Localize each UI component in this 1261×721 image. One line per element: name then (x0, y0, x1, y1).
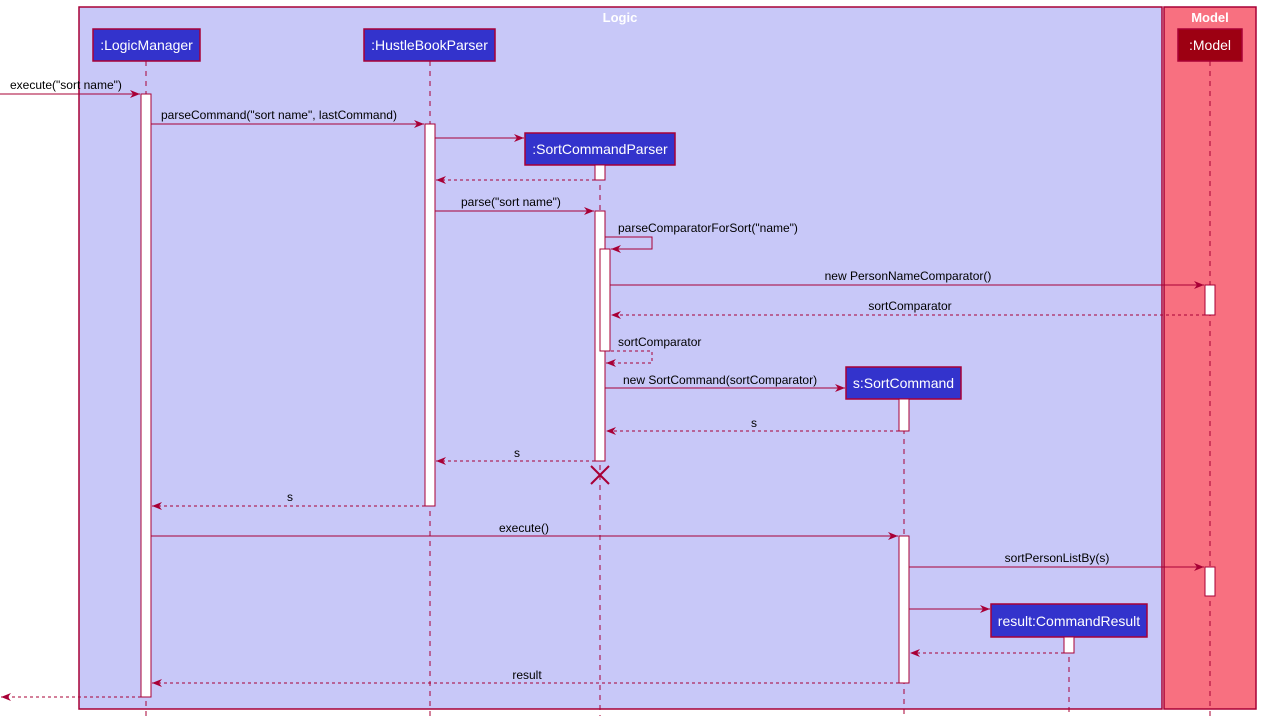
participant-command-result-label: result:CommandResult (998, 613, 1140, 629)
participant-sort-parser: :SortCommandParser (524, 132, 676, 166)
activation-sort-command-execute (898, 535, 910, 684)
participant-sort-parser-label: :SortCommandParser (532, 141, 668, 157)
participant-sort-command-label: s:SortCommand (853, 375, 954, 391)
logic-box-title: Logic (603, 10, 638, 25)
destroy-mark-sort-parser (590, 465, 610, 485)
activation-sort-command-constructor (898, 398, 910, 432)
participant-parser-label: :HustleBookParser (371, 37, 488, 53)
arrow-parse-comparator-self (605, 236, 653, 253)
label-execute-in: execute("sort name") (10, 78, 122, 92)
participant-logic-manager-label: :LogicManager (100, 37, 193, 53)
participant-model-label: :Model (1189, 37, 1231, 53)
participant-model: :Model (1177, 28, 1243, 62)
label-execute: execute() (499, 521, 549, 535)
activation-sort-parser-nested (599, 248, 611, 352)
activation-command-result (1063, 636, 1075, 654)
label-parse-command: parseCommand("sort name", lastCommand) (161, 108, 397, 122)
participant-command-result: result:CommandResult (990, 603, 1148, 638)
label-parse-comparator: parseComparatorForSort("name") (618, 221, 798, 235)
label-sort-person-list: sortPersonListBy(s) (1005, 551, 1110, 565)
activation-model-sort (1204, 566, 1216, 597)
label-s-return-1: s (751, 416, 757, 430)
label-sort-comparator-self: sortComparator (618, 335, 701, 349)
activation-logic-manager (140, 93, 152, 698)
label-parse: parse("sort name") (461, 195, 561, 209)
activation-sort-parser-constructor (594, 164, 606, 181)
label-s-return-2: s (514, 446, 520, 460)
label-result-return: result (512, 668, 542, 682)
participant-sort-command: s:SortCommand (845, 366, 962, 400)
model-box-title: Model (1191, 10, 1229, 25)
participant-parser: :HustleBookParser (363, 28, 496, 62)
participant-logic-manager: :LogicManager (92, 28, 201, 62)
label-new-comparator: new PersonNameComparator() (825, 269, 992, 283)
label-new-sort-command: new SortCommand(sortComparator) (623, 373, 817, 387)
label-s-return-3: s (287, 490, 293, 504)
activation-model-comparator (1204, 284, 1216, 316)
label-sort-comparator-return: sortComparator (868, 299, 951, 313)
activation-parser (424, 123, 436, 507)
